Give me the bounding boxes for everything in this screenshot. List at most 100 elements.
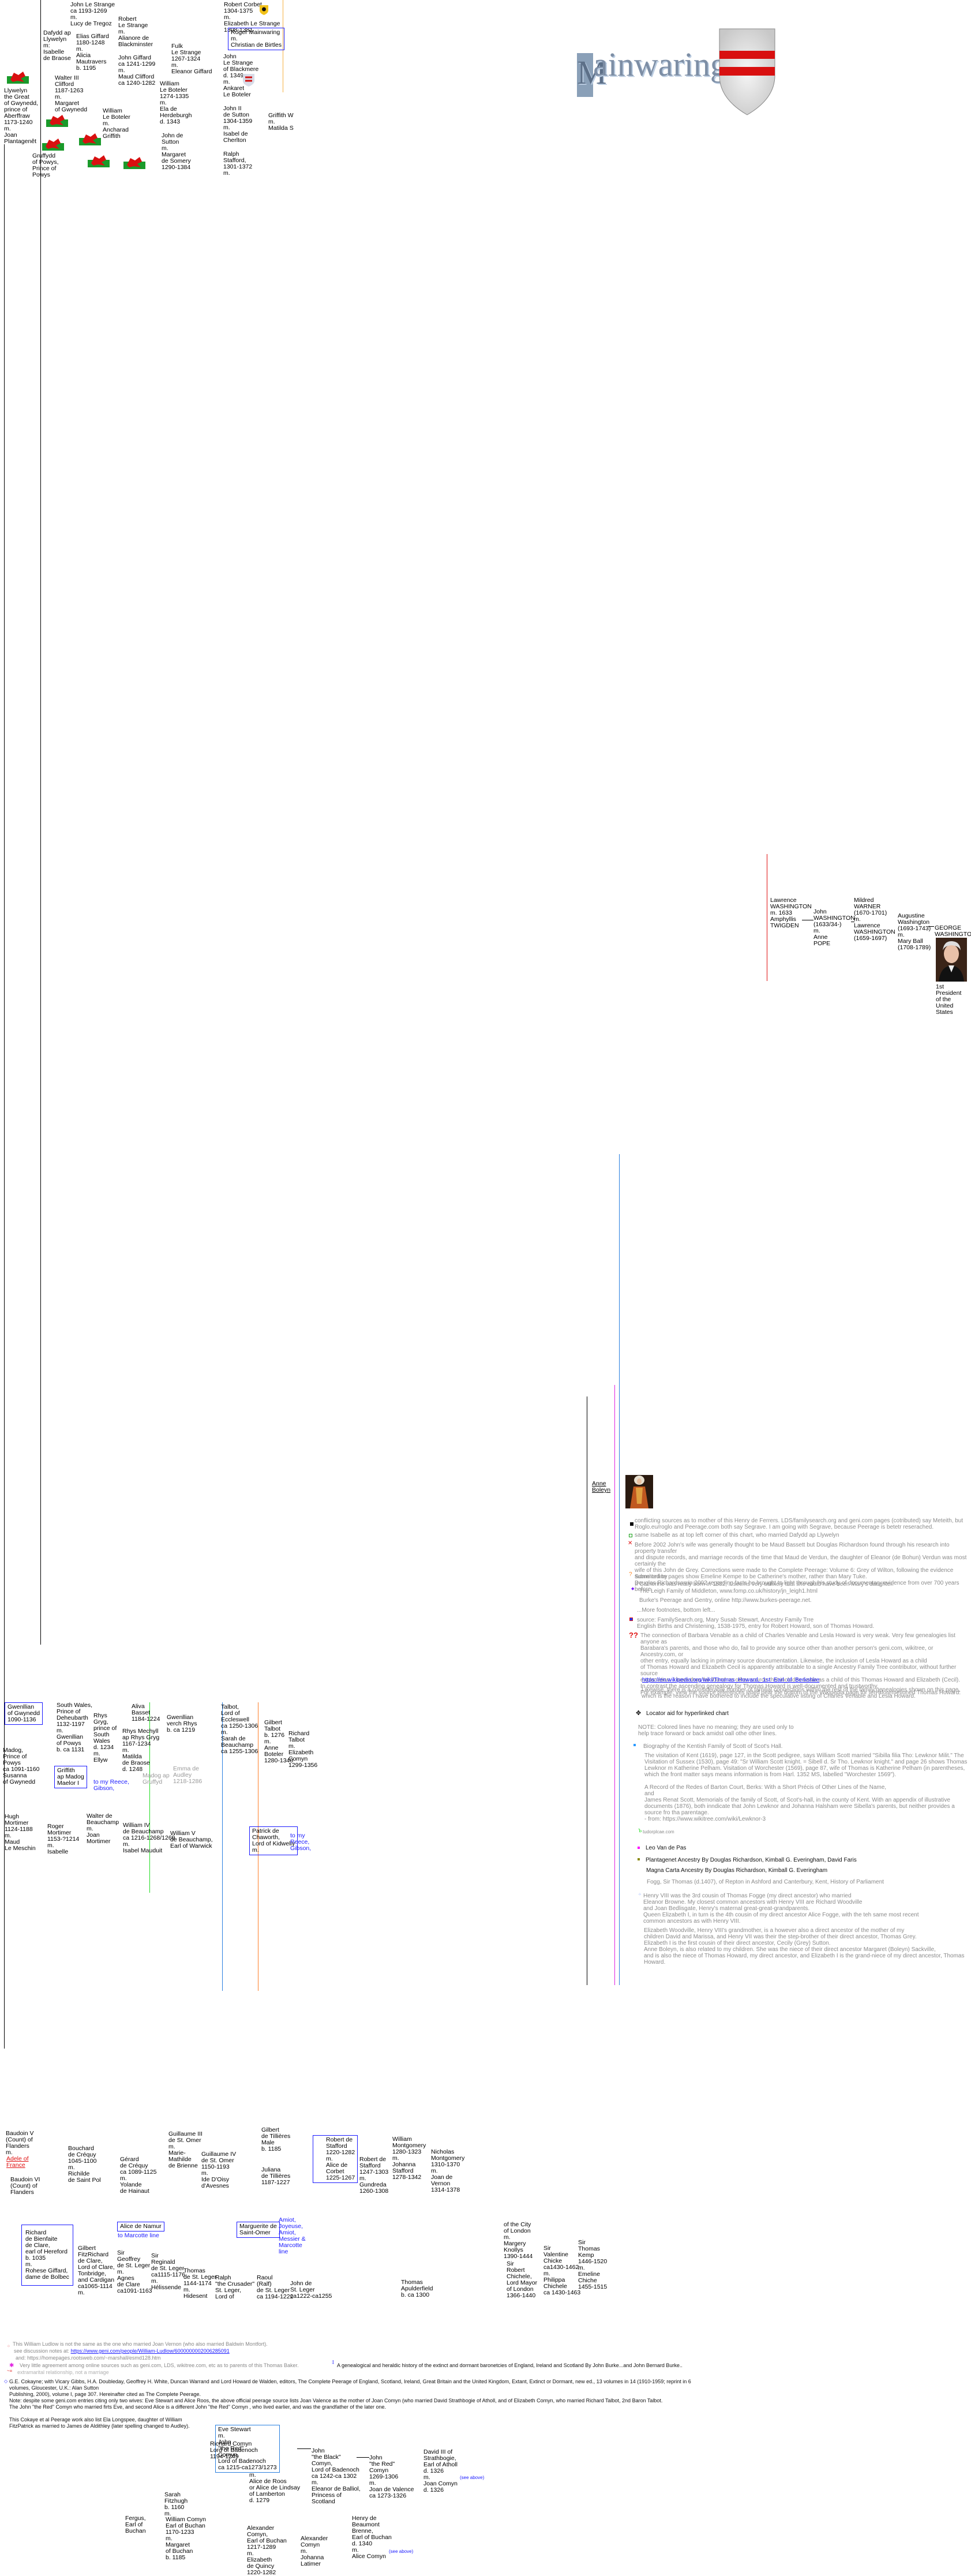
wikipedia-thomas-howard-link[interactable]: https://en.wikipedia.org/wiki/Thomas_How… <box>642 1677 820 1683</box>
note-ferrers: conflicting sources as to mother of this… <box>635 1518 963 1530</box>
tree-line <box>4 144 5 2049</box>
president-link[interactable]: 1st President of the United States <box>936 983 962 1016</box>
person-node[interactable]: Augustine Washington (1693-1743) m. Mary… <box>898 912 931 951</box>
person-node[interactable]: Richard Comyn Lord of Badenoch 1194-1249 <box>210 2440 258 2460</box>
note-magna-carta: Magna Carta Ancestry By Douglas Richards… <box>646 1867 828 1874</box>
person-node[interactable]: David III of Strathbogie, Earl of Atholl… <box>423 2448 458 2493</box>
person-node[interactable]: Alice de Namur <box>117 2222 164 2231</box>
tree-line <box>297 2448 311 2449</box>
person-node[interactable]: Griffith ap Madog Maelor I <box>54 1766 87 1788</box>
person-node[interactable]: Thomas Apulderfield b. ca 1300 <box>401 2279 433 2298</box>
person-node[interactable]: Ralph Stafford, 1301-1372 m. <box>223 151 253 177</box>
person-node-richard-de-clare[interactable]: Richard de Bienfaite de Clare, earl of H… <box>21 2225 73 2286</box>
person-node[interactable]: m. Alice de Roos or Alice de Lindsay of … <box>249 2472 301 2504</box>
person-node[interactable]: Bouchard de Créquy 1045-1100 m. Richilde… <box>68 2145 101 2184</box>
anne-boleyn-link[interactable]: Anne Boleyn <box>592 1480 611 1493</box>
marcotte-line-link[interactable]: to Marcotte line <box>118 2232 159 2239</box>
reece-line-link[interactable]: to my Reece, Gibson, <box>290 1832 312 1852</box>
person-node[interactable]: William V de Beauchamp, Earl of Warwick <box>170 1830 213 1849</box>
person-node[interactable]: Robert Corbet 1304-1375 m. Elizabeth Le … <box>224 1 280 33</box>
person-node[interactable]: of the City of London m. Margery Knollys… <box>504 2221 533 2260</box>
person-node[interactable]: Gwenllian verch Rhys b. ca 1219 <box>167 1714 197 1733</box>
person-node[interactable]: Sir Reginald de St. Leger ca1115-1176 m.… <box>151 2252 185 2291</box>
person-node[interactable]: Gilbert de Tillières Male b. 1185 <box>261 2126 291 2152</box>
person-node[interactable]: Talbot, Lord of Eccleswell ca 1250-1306 … <box>221 1703 258 1755</box>
person-node[interactable]: Fulk Le Strange 1267-1324 m. Eleanor Gif… <box>171 43 212 75</box>
person-node[interactable]: Robert Le Strange m. Alianore de Blackmi… <box>118 16 153 48</box>
person-node[interactable]: Guillaume III de St. Omer m. Marie- Math… <box>168 2131 203 2169</box>
person-node[interactable]: Lawrence WASHINGTON m. 1633 Amphyllis TW… <box>770 897 812 929</box>
person-node[interactable]: John Giffard ca 1241-1299 m. Maud Cliffo… <box>118 54 156 87</box>
person-node[interactable]: John "the Black" Comyn, Lord of Badenoch… <box>312 2447 361 2505</box>
reece-line-link[interactable]: to my Reece, Gibson, <box>93 1779 129 1792</box>
note-plantagenet: Plantagenet Ancestry By Douglas Richards… <box>646 1857 857 1863</box>
person-node[interactable]: William Le Boteler m. Ancharad Griffith <box>103 107 130 140</box>
person-node[interactable]: Baudoin V (Count) of Flanders m. <box>6 2130 34 2156</box>
adele-of-france-link[interactable]: Adele of France <box>6 2155 29 2169</box>
person-node[interactable]: John "the Red" Comyn 1269-1306 m. Joan d… <box>369 2454 414 2499</box>
person-node[interactable]: Llywelyn the Great of Gwynedd, prince of… <box>4 87 38 145</box>
person-node[interactable]: William Le Boteler 1274-1335 m. Ela de H… <box>160 80 192 125</box>
person-node[interactable]: Walter de Beauchamp m. Joan Mortimer <box>87 1813 119 1845</box>
person-node[interactable]: Robert de Stafford 1247-1303 m. Gundreda… <box>359 2156 389 2195</box>
person-node[interactable]: Alexander Comyn, Earl of Buchan 1217-128… <box>247 2525 287 2576</box>
diamond-icon: ◆ <box>631 1587 635 1591</box>
person-node[interactable]: Griffith W m. Matilda S <box>268 112 294 132</box>
person-node[interactable]: Marguerite de Saint-Omer <box>237 2222 280 2238</box>
person-node[interactable]: Gilbert FitzRichard de Clare, Lord of Cl… <box>78 2245 115 2296</box>
person-node[interactable]: Rhys Mechyll ap Rhys Gryg 1167-1234 m. M… <box>122 1728 160 1773</box>
person-node[interactable]: Dafydd ap Llywelyn m: Isabelle de Braose <box>43 29 71 62</box>
person-node[interactable]: Aliva Basset 1184-1224 <box>132 1703 160 1723</box>
person-node[interactable]: Fergus, Earl of Buchan <box>125 2515 146 2534</box>
person-node[interactable]: Sir Robert Chichele, Lord Mayor of Londo… <box>507 2260 538 2299</box>
person-node[interactable]: Alexander Comyn m. Johanna Latimer <box>301 2535 328 2567</box>
person-node[interactable]: Richard Talbot m. Elizabeth Comyn 1299-1… <box>288 1730 318 1769</box>
geni-ludlow-link[interactable]: https://www.geni.com/people/William-Ludl… <box>70 2348 230 2354</box>
person-node-george-washington[interactable]: GEORGE WASHINGTON <box>935 924 971 938</box>
person-node[interactable]: Rhys Gryg, prince of South Wales d. 1234… <box>93 1712 117 1763</box>
person-node[interactable]: William Montgomery 1280-1323 m. Johanna … <box>392 2136 426 2181</box>
person-node[interactable]: Baudoin VI (Count) of Flanders <box>10 2176 40 2196</box>
person-node[interactable]: Gilbert Talbot b. 1276 m. Anne Boteler 1… <box>264 1719 294 1764</box>
see-above-link[interactable]: (see above) <box>389 2549 414 2554</box>
person-node[interactable]: John de Sutton m. Margaret de Somery 129… <box>162 132 191 171</box>
person-node[interactable]: Mildred WARNER (1670-1701) m. Lawrence W… <box>854 897 895 942</box>
person-node[interactable]: Sir Valentine Chicke ca1430-1462 m. Phil… <box>543 2245 581 2296</box>
person-node[interactable]: Thomas de St. Leger 1144-1174 m. Hidesen… <box>183 2267 217 2300</box>
person-node[interactable]: Ralph "the Crusader" St. Leger, Lord of <box>215 2274 255 2300</box>
see-above-link[interactable]: (see above) <box>460 2475 485 2480</box>
person-node[interactable]: Sir Thomas Kemp 1446-1520 m. Emeline Chi… <box>578 2239 608 2290</box>
person-node[interactable]: Sir Geoffrey de St. Leger m. Agnes de Cl… <box>117 2249 152 2294</box>
marcotte-line-link[interactable]: Amiot, Joyeuse, Amiot, Messier & Marcott… <box>279 2216 306 2255</box>
person-node[interactable]: Henry de Beaumont Brenne, Earl of Buchan… <box>352 2515 392 2560</box>
person-node[interactable]: Nicholas Montgomery 1310-1370 m. Joan de… <box>431 2148 465 2193</box>
person-node[interactable]: Madog ap Gruffyd <box>143 1772 170 1785</box>
person-node[interactable]: Juliana de Tillières 1187-1227 <box>261 2166 291 2186</box>
person-node[interactable]: Madog, Prince of Powys ca 1091-1160 Susa… <box>3 1747 40 1785</box>
note-locator[interactable]: Locator aid for hyperlinked chart <box>646 1710 729 1717</box>
person-node[interactable]: John WASHINGTON (1633/34-) m. Anne POPE <box>813 908 855 947</box>
person-node[interactable]: Raoul (Ralf) de St. Leger ca 1194-1222 <box>257 2274 294 2300</box>
person-node-robert-de-stafford[interactable]: Robert de Stafford 1220-1282 m. Alice de… <box>313 2135 358 2183</box>
person-node[interactable]: John Le Strange of Blackmere d. 1349 m. … <box>223 53 259 98</box>
person-node[interactable]: John II de Sutton 1304-1359 m. Isabel de… <box>223 105 253 144</box>
tree-line <box>619 1154 620 1985</box>
person-node[interactable]: Sarah Fitzhugh b. 1160 m. <box>164 2491 188 2517</box>
person-node[interactable]: John de St. Leger ca1222-ca1255 <box>290 2280 332 2300</box>
person-node[interactable]: Walter III Clifford 1187-1263 m. Margare… <box>55 74 88 113</box>
person-node-roger-mainwaring[interactable]: Roger Mainwaring m. Christian de Birtles <box>228 28 285 50</box>
person-node[interactable]: South Wales, Prince of Deheubarth 1132-1… <box>57 1702 93 1753</box>
person-node-eve-stewart[interactable]: Eve Stewart m. John "the Red" Comyn, Lor… <box>215 2425 280 2473</box>
person-node[interactable]: Elias Giffard 1180-1248 m. Alicia Mautra… <box>76 33 109 72</box>
person-node[interactable]: Roger Mortimer 1153-?1214 m. Isabelle <box>47 1823 80 1855</box>
person-node[interactable]: John Le Strange ca 1193-1269 m. Lucy de … <box>70 1 115 27</box>
person-node[interactable]: Guillaume IV de St. Omer 1150-1193 m. Id… <box>201 2151 237 2189</box>
person-node[interactable]: Hugh Mortimer 1124-1188 m. Maud Le Mesch… <box>5 1813 36 1852</box>
person-node[interactable]: William Comyn Earl of Buchan 1170-1233 m… <box>166 2516 207 2561</box>
person-node[interactable]: Gérard de Créquy ca 1089-1125 m. Yolande… <box>120 2156 157 2195</box>
person-node[interactable]: Gruffydd of Powys, Prince of Powys <box>32 152 59 178</box>
person-node[interactable]: Patrick de Chaworth, Lord of Kidwelly m. <box>249 1826 298 1855</box>
person-node[interactable]: Gwenllian of Gwynedd 1090-1136 <box>5 1702 43 1725</box>
person-node[interactable]: William IV de Beauchamp ca 1216-1268/126… <box>123 1822 175 1854</box>
person-node[interactable]: Emma de Audley 1218-1286 <box>173 1765 203 1785</box>
